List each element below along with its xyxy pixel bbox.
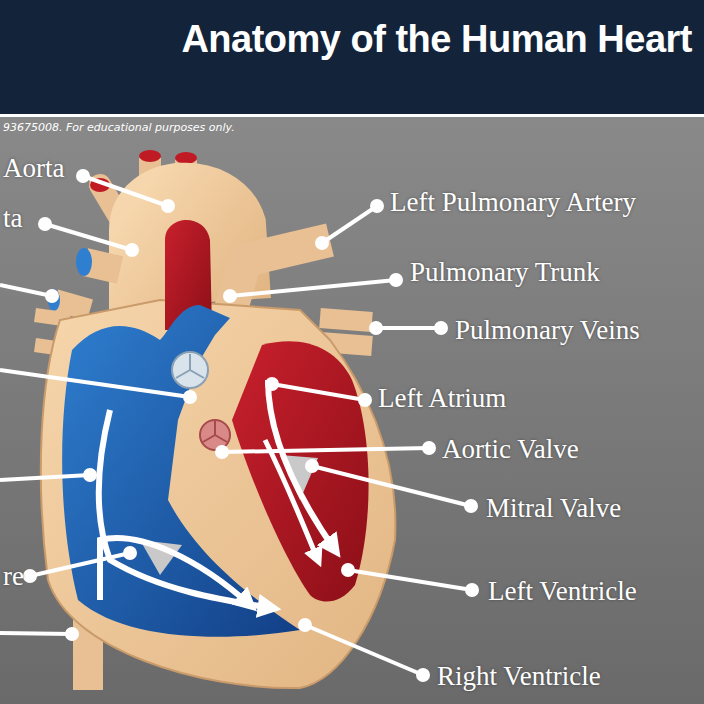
vessel-opening xyxy=(139,150,161,162)
vessel-opening xyxy=(48,289,60,311)
leader-line xyxy=(45,224,132,250)
leader-line xyxy=(0,285,52,296)
leader-line xyxy=(0,633,72,634)
leader-lines xyxy=(0,171,477,680)
part-label: Left Pulmonary Artery xyxy=(390,187,636,218)
vessel xyxy=(55,300,90,310)
part-label: Pulmonary Trunk xyxy=(410,257,600,288)
valve-cusps xyxy=(203,421,227,442)
leader-line xyxy=(376,326,441,330)
aortic-valve xyxy=(200,420,230,450)
leader-line xyxy=(230,280,396,296)
part-label: Aorta xyxy=(3,153,64,184)
title-band: Anatomy of the Human Heart xyxy=(0,0,704,117)
page-title: Anatomy of the Human Heart xyxy=(181,18,692,61)
leader-line xyxy=(322,206,377,243)
left-chambers xyxy=(232,341,369,601)
part-label: Right Ventricle xyxy=(437,661,601,692)
flow-arrow xyxy=(100,538,250,605)
leader-line xyxy=(83,176,168,206)
flow-arrow xyxy=(99,410,272,608)
pulmonary-vein xyxy=(320,318,372,322)
part-label: Mitral Valve xyxy=(486,493,621,524)
leader-line xyxy=(272,384,365,400)
part-label: Left Atrium xyxy=(378,383,506,414)
vessel-opening xyxy=(76,248,92,276)
part-label: Pulmonary Veins xyxy=(455,315,640,346)
part-label: Left Ventricle xyxy=(488,576,637,607)
leader-line xyxy=(0,475,90,480)
part-label: re xyxy=(3,561,24,592)
leader-line xyxy=(348,570,472,590)
leader-line xyxy=(0,370,190,397)
leader-line xyxy=(305,625,423,675)
heart-wall xyxy=(41,300,396,688)
leader-line xyxy=(30,553,130,576)
pulmonary-valve xyxy=(172,352,208,388)
leader-line xyxy=(222,448,429,452)
leader-line xyxy=(312,466,471,506)
part-label: Aortic Valve xyxy=(442,434,579,465)
flow-arrow xyxy=(265,440,318,560)
vessel-opening xyxy=(175,152,197,164)
valve-cusps xyxy=(176,354,204,378)
part-label: ta xyxy=(3,203,23,234)
watermark: 93675008. For educational purposes only. xyxy=(3,121,235,134)
